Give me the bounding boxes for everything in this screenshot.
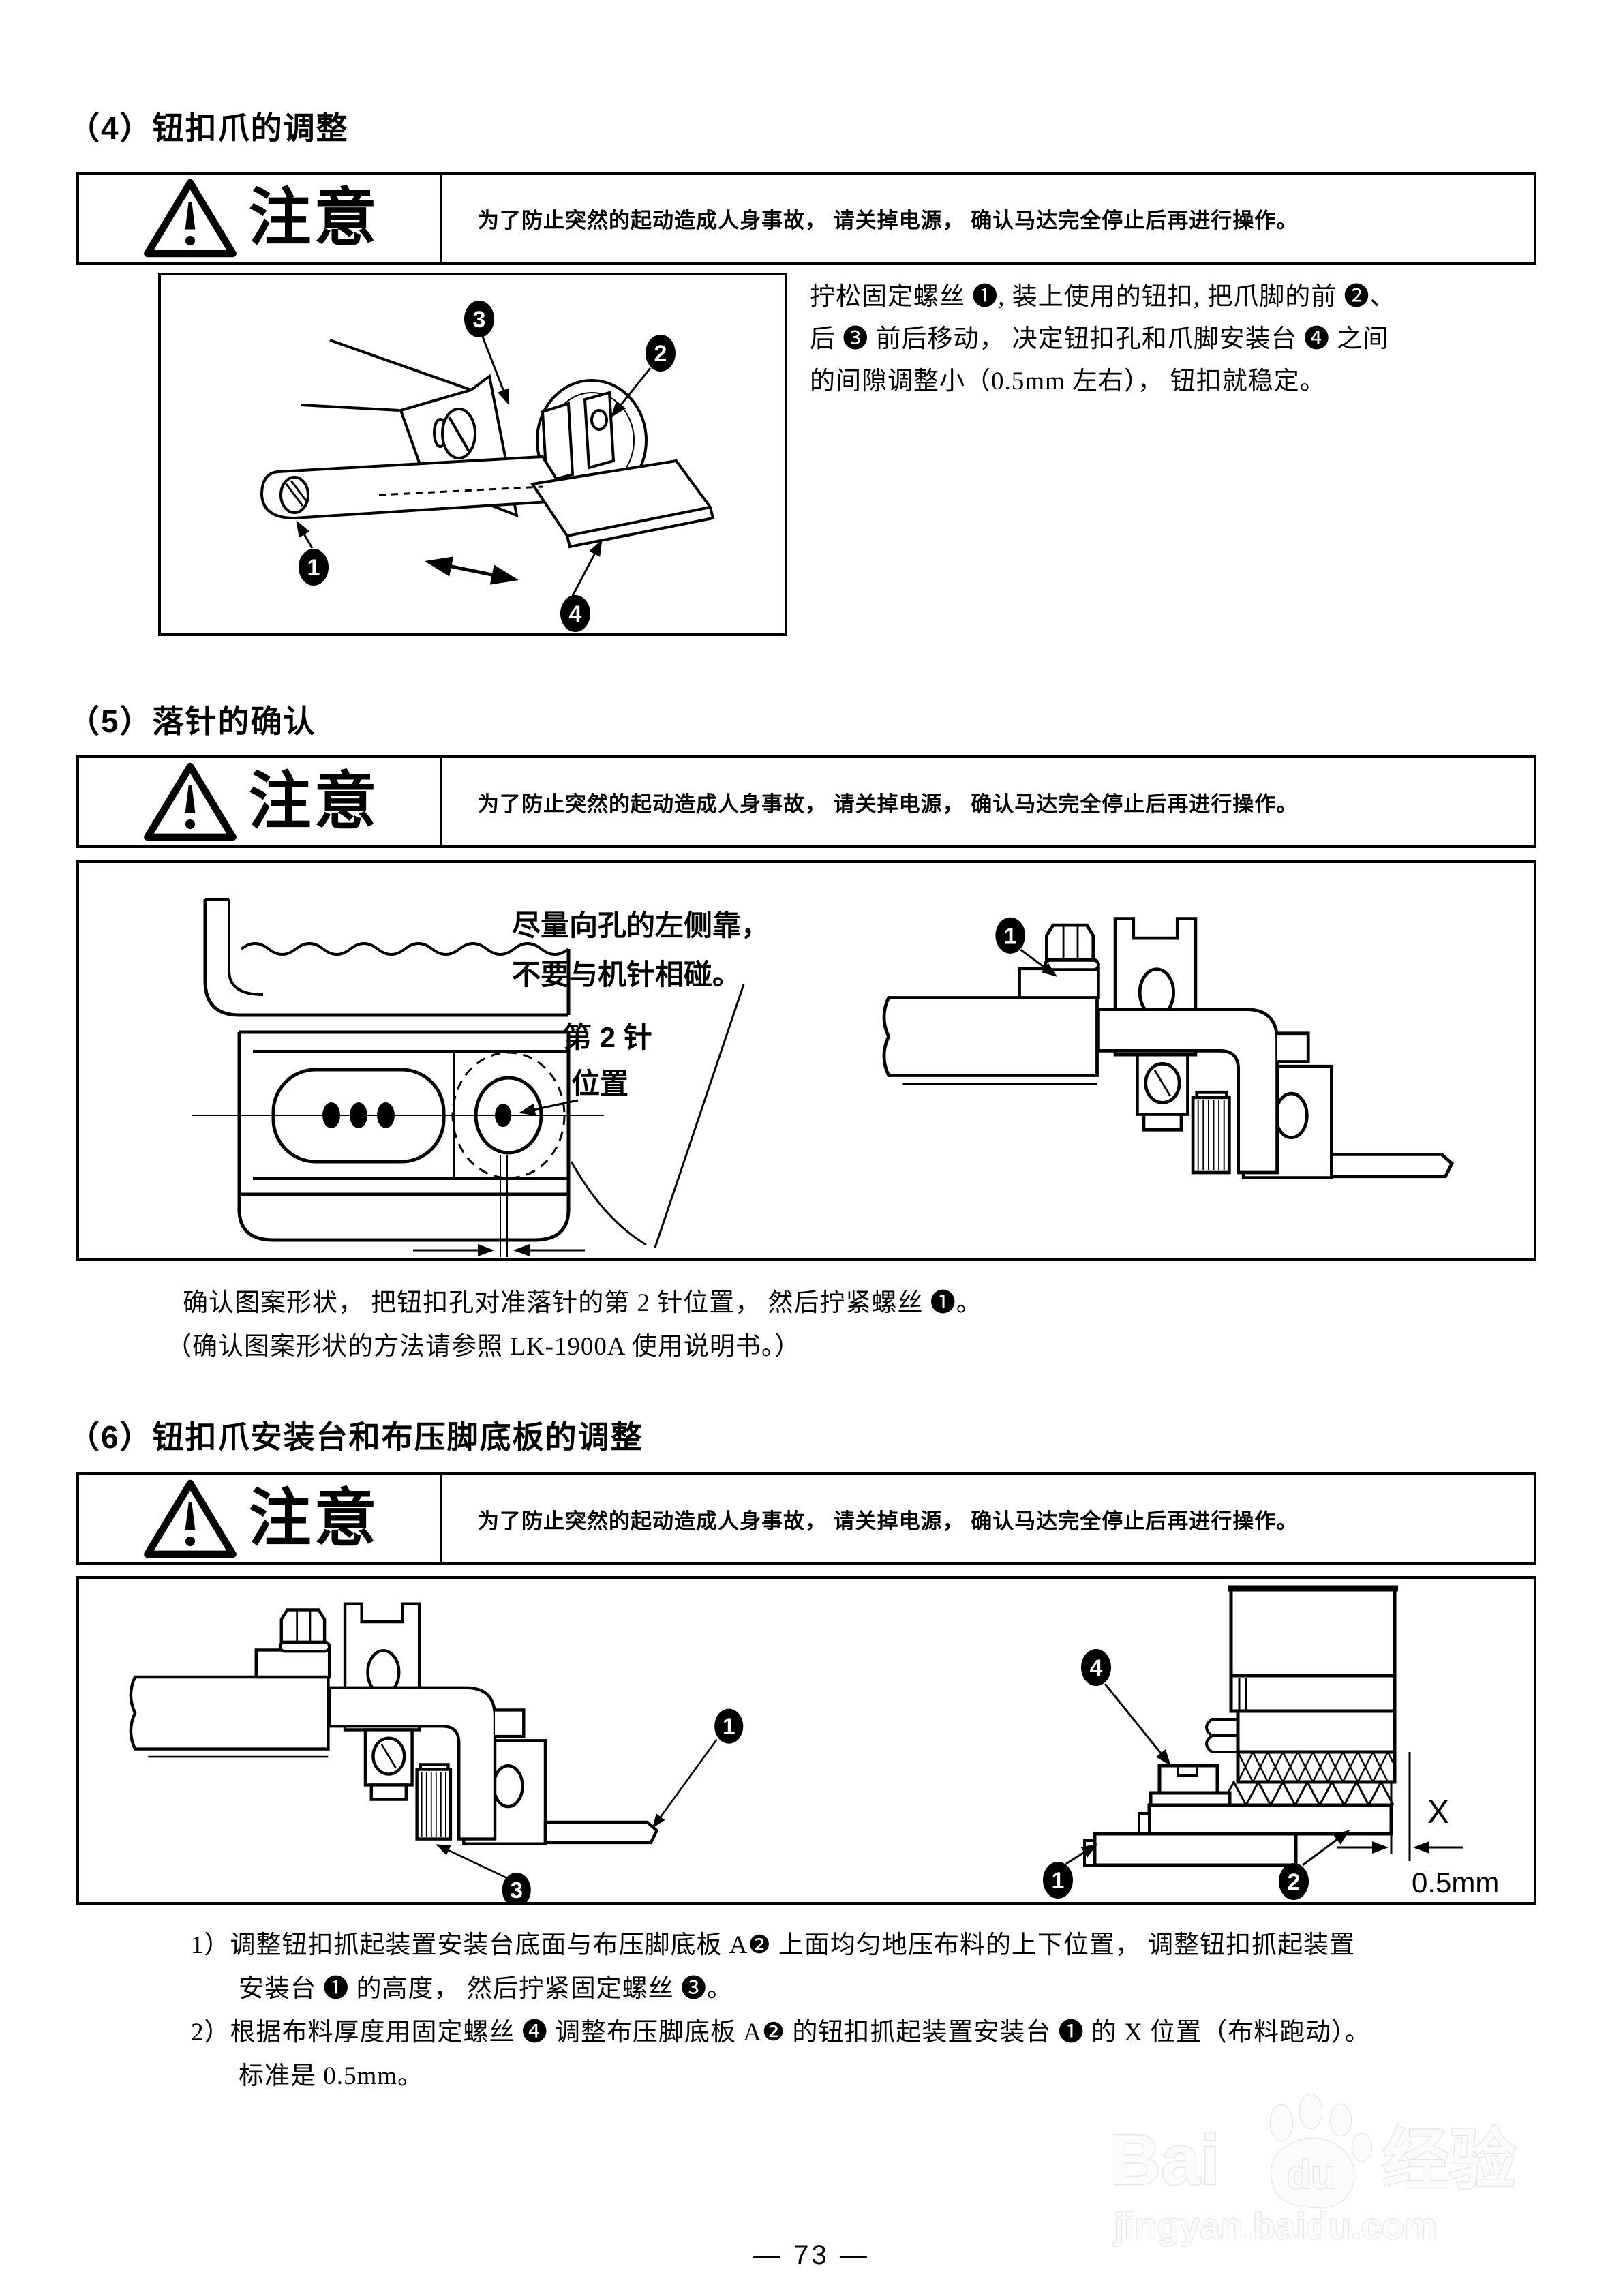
callout-1: 1: [714, 1708, 744, 1744]
dimension-x-label: X: [1427, 1794, 1449, 1830]
warning-label-cell: 注意: [79, 1475, 442, 1562]
callout-4: 4: [1081, 1649, 1111, 1686]
callout-1-digit: 1: [1004, 924, 1017, 950]
section5-diagram: 尽量向孔的左侧靠， 不要与机针相碰。 第 2 针 位置: [192, 898, 1455, 1257]
callout-2-digit: 2: [1288, 1869, 1301, 1895]
callout-4-digit: 4: [1090, 1655, 1103, 1681]
callout-3: 3: [502, 1872, 531, 1907]
callout-2: 2: [1279, 1863, 1309, 1900]
callout-3-digit: 3: [510, 1878, 523, 1902]
callout-1: 1: [995, 917, 1026, 954]
clamp-mechanism-diagram: 1 3: [129, 1602, 744, 1907]
callout-3: 3: [464, 301, 494, 337]
warning-text-cell: 为了防止突然的起动造成人身事故， 请关掉电源， 确认马达完全停止后再进行操作。: [442, 175, 1534, 262]
warning-text: 为了防止突然的起动造成人身事故， 请关掉电源， 确认马达完全停止后再进行操作。: [478, 208, 1299, 232]
section5-heading: （5）落针的确认: [68, 704, 316, 739]
dimension-value-label: 0.5mm: [1412, 1867, 1499, 1899]
warning-label-cell: 注意: [79, 758, 442, 845]
needle-note-line2: 不要与机针相碰。: [512, 958, 741, 991]
section6-item1-line1: 1）调整钮扣抓起装置安装台底面与布压脚底板 A❷ 上面均匀地压布料的上下位置， …: [191, 1931, 1356, 1959]
needle-note-line1: 尽量向孔的左侧靠，: [512, 909, 770, 941]
warning-label: 注意: [248, 767, 380, 836]
section5-figure-box: 尽量向孔的左侧靠， 不要与机针相碰。 第 2 针 位置: [76, 860, 1536, 1261]
callout-1: 1: [1043, 1862, 1073, 1899]
watermark-text-du: du: [1287, 2153, 1335, 2197]
section4-body-line2: 后 ❸ 前后移动， 决定钮扣孔和爪脚安装台 ❹ 之间: [810, 325, 1389, 353]
section6-figure-box: 1 3: [76, 1576, 1536, 1907]
callout-4: 4: [560, 595, 590, 632]
page-number: — 73 —: [753, 2240, 870, 2270]
callout-1-digit: 1: [1052, 1868, 1065, 1894]
warning-label: 注意: [248, 1484, 380, 1554]
needle-position-label-line1: 第 2 针: [563, 1021, 652, 1053]
warning-triangle-icon: [144, 179, 237, 258]
section6-item1-line2: 安装台 ❶ 的高度， 然后拧紧固定螺丝 ❸。: [239, 1975, 733, 2003]
callout-2-digit: 2: [654, 341, 667, 367]
watermark-text-jingyan: 经验: [1382, 2122, 1516, 2197]
section5-body-line1: 确认图案形状， 把钮扣孔对准落针的第 2 针位置， 然后拧紧螺丝 ❶。: [183, 1289, 982, 1317]
warning-text-cell: 为了防止突然的起动造成人身事故， 请关掉电源， 确认马达完全停止后再进行操作。: [442, 1475, 1534, 1562]
baidu-jingyan-watermark: Bai du 经验 jingyan.baidu.com: [1109, 2094, 1517, 2248]
section4-body-line3: 的间隙调整小（0.5mm 左右）， 钮扣就稳定。: [810, 367, 1326, 395]
section4-diagram: 3 2 1 4: [260, 301, 715, 632]
callout-1: 1: [299, 549, 329, 586]
clamp-mechanism-diagram: 1: [882, 917, 1455, 1179]
presser-foot-diagram: X 0.5mm 4 1 2: [1043, 1585, 1499, 1900]
watermark-url: jingyan.baidu.com: [1113, 2206, 1437, 2247]
section5-warning-box: 注意 为了防止突然的起动造成人身事故， 请关掉电源， 确认马达完全停止后再进行操…: [76, 755, 1536, 848]
section6-heading: （6）钮扣爪安装台和布压脚底板的调整: [68, 1419, 643, 1455]
warning-text: 为了防止突然的起动造成人身事故， 请关掉电源， 确认马达完全停止后再进行操作。: [478, 791, 1299, 816]
section4-body-line1: 拧松固定螺丝 ❶, 装上使用的钮扣, 把爪脚的前 ❷、: [810, 283, 1396, 311]
section6-diagram: 1 3: [129, 1585, 1499, 1907]
callout-3-digit: 3: [473, 307, 486, 333]
warning-text-cell: 为了防止突然的起动造成人身事故， 请关掉电源， 确认马达完全停止后再进行操作。: [442, 758, 1534, 845]
warning-triangle-icon: [144, 1479, 237, 1558]
section5-body-line2: （确认图案形状的方法请参照 LK-1900A 使用说明书。）: [166, 1333, 801, 1361]
baidu-paw-icon: [1269, 2094, 1373, 2209]
buttonhole-diagram: 尽量向孔的左侧靠， 不要与机针相碰。 第 2 针 位置: [192, 898, 770, 1257]
warning-label: 注意: [248, 183, 380, 253]
section4-figure-box: 3 2 1 4: [158, 273, 787, 636]
warning-triangle-icon: [144, 762, 237, 841]
warning-text: 为了防止突然的起动造成人身事故， 请关掉电源， 确认马达完全停止后再进行操作。: [478, 1509, 1299, 1533]
callout-2: 2: [646, 335, 676, 372]
section6-item2-line1: 2）根据布料厚度用固定螺丝 ❹ 调整布压脚底板 A❷ 的钮扣抓起装置安装台 ❶ …: [191, 2019, 1371, 2046]
needle-position-label-line2: 位置: [571, 1068, 628, 1100]
callout-1-digit: 1: [723, 1715, 735, 1740]
section6-item2-line2: 标准是 0.5mm。: [239, 2062, 424, 2090]
section4-warning-box: 注意 为了防止突然的起动造成人身事故， 请关掉电源， 确认马达完全停止后再进行操…: [76, 172, 1536, 265]
callout-4-digit: 4: [569, 601, 582, 627]
callout-1-digit: 1: [307, 555, 320, 581]
warning-label-cell: 注意: [79, 175, 442, 262]
section6-warning-box: 注意 为了防止突然的起动造成人身事故， 请关掉电源， 确认马达完全停止后再进行操…: [76, 1472, 1536, 1565]
watermark-text-bai: Bai: [1110, 2121, 1220, 2200]
section4-heading: （4）钮扣爪的调整: [68, 110, 349, 146]
